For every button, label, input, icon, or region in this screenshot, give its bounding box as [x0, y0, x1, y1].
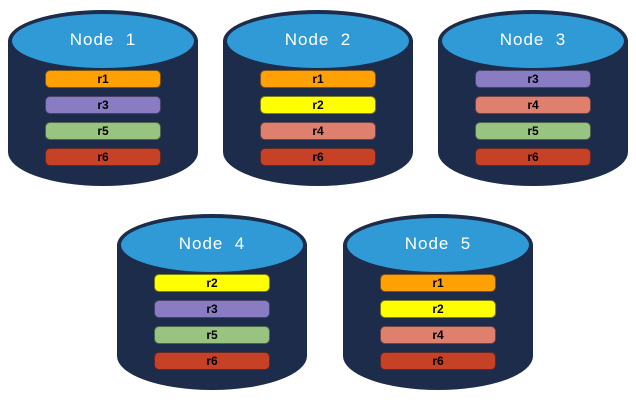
- cylinder-top: Node 1: [8, 10, 198, 72]
- node-cylinder-3: Node 3 r3 r4 r5 r6: [438, 10, 628, 186]
- node-title: Node 3: [499, 30, 567, 49]
- replica-bar-r3: r3: [45, 96, 161, 114]
- replica-bar-r6: r6: [154, 352, 270, 370]
- replica-bar-r3: r3: [475, 70, 591, 88]
- replica-bar-r6: r6: [380, 352, 496, 370]
- replica-list: r3 r4 r5 r6: [438, 70, 628, 166]
- replica-bar-r5: r5: [45, 122, 161, 140]
- replica-bar-r2: r2: [260, 96, 376, 114]
- replica-list: r1 r2 r4 r6: [223, 70, 413, 166]
- replica-bar-r2: r2: [154, 274, 270, 292]
- replica-bar-r6: r6: [475, 148, 591, 166]
- replica-bar-r1: r1: [380, 274, 496, 292]
- replica-bar-r1: r1: [260, 70, 376, 88]
- replica-bar-r6: r6: [260, 148, 376, 166]
- replica-list: r2 r3 r5 r6: [117, 274, 307, 370]
- node-title: Node 2: [284, 30, 352, 49]
- replica-bar-r1: r1: [45, 70, 161, 88]
- replica-bar-r3: r3: [154, 300, 270, 318]
- replica-list: r1 r2 r4 r6: [343, 274, 533, 370]
- replica-list: r1 r3 r5 r6: [8, 70, 198, 166]
- replica-bar-r2: r2: [380, 300, 496, 318]
- replica-bar-r6: r6: [45, 148, 161, 166]
- node-row-bottom: Node 4 r2 r3 r5 r6 Node 5 r1 r2 r4 r6: [0, 214, 636, 390]
- cylinder-top: Node 3: [438, 10, 628, 72]
- node-cylinder-5: Node 5 r1 r2 r4 r6: [343, 214, 533, 390]
- replica-bar-r4: r4: [380, 326, 496, 344]
- node-title: Node 5: [404, 234, 472, 253]
- node-row-top: Node 1 r1 r3 r5 r6 Node 2 r1 r2 r4 r6 Node 3 r…: [0, 0, 636, 186]
- node-title: Node 1: [69, 30, 137, 49]
- replica-bar-r4: r4: [260, 122, 376, 140]
- replica-bar-r4: r4: [475, 96, 591, 114]
- cylinder-top: Node 2: [223, 10, 413, 72]
- node-cylinder-4: Node 4 r2 r3 r5 r6: [117, 214, 307, 390]
- cylinder-top: Node 4: [117, 214, 307, 276]
- replica-bar-r5: r5: [154, 326, 270, 344]
- replica-bar-r5: r5: [475, 122, 591, 140]
- node-cylinder-2: Node 2 r1 r2 r4 r6: [223, 10, 413, 186]
- cylinder-top: Node 5: [343, 214, 533, 276]
- node-title: Node 4: [178, 234, 246, 253]
- node-cylinder-1: Node 1 r1 r3 r5 r6: [8, 10, 198, 186]
